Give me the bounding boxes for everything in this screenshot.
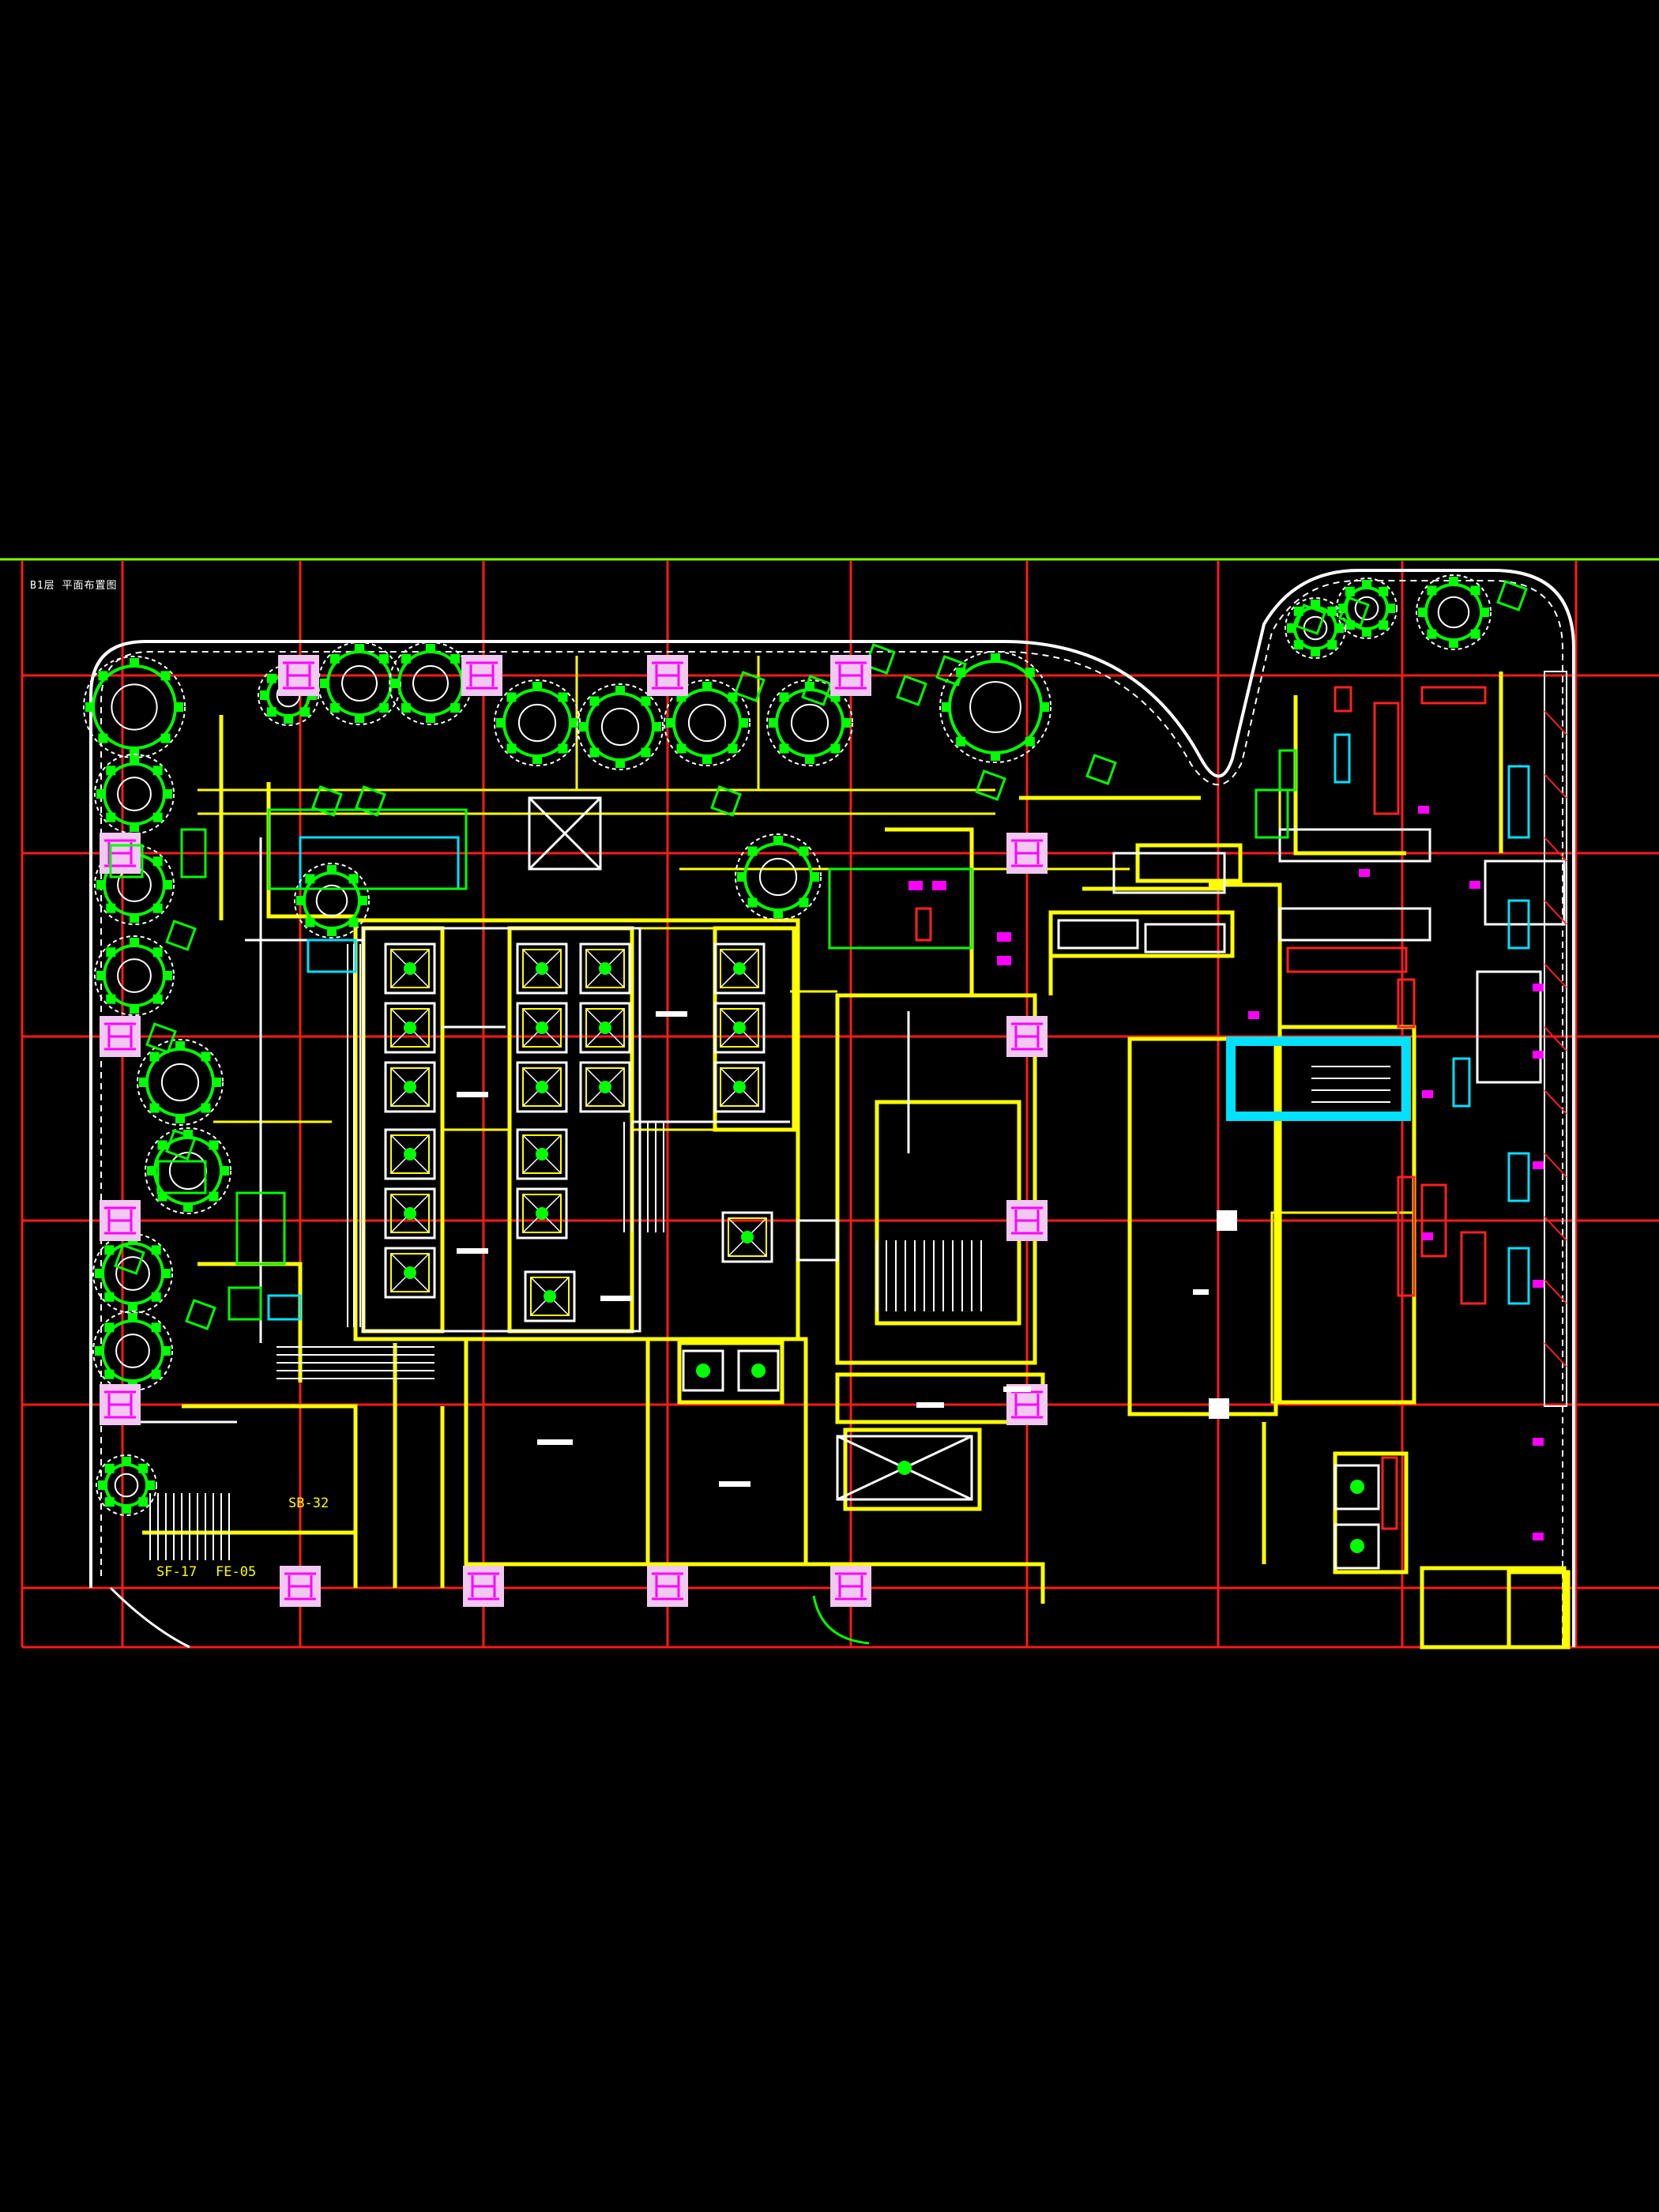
square-table-icon xyxy=(1496,580,1528,611)
column-h-icon xyxy=(100,833,141,874)
round-table-icon xyxy=(1285,597,1346,659)
booth-icon xyxy=(579,942,631,995)
room-labels xyxy=(457,1011,1237,1487)
column-h-icon xyxy=(100,1200,141,1241)
tag-sf: SF-17 xyxy=(156,1564,197,1580)
column-h-icon xyxy=(1006,1016,1048,1057)
round-table-icon xyxy=(294,863,370,939)
booth-icon xyxy=(721,1211,773,1263)
square-tables xyxy=(114,580,1528,1330)
booth-icon xyxy=(713,942,766,995)
column-h-icon xyxy=(1006,833,1048,874)
square-table-icon xyxy=(710,785,742,817)
booth-icon xyxy=(516,942,568,995)
column-h-icon xyxy=(100,1016,141,1057)
square-table-icon xyxy=(1295,604,1326,635)
fixture-markers xyxy=(908,806,1544,1540)
column-h-icon xyxy=(280,1566,321,1607)
square-table-icon xyxy=(1085,754,1117,785)
tag-fe: FE-05 xyxy=(216,1564,256,1580)
round-table-icon xyxy=(96,1454,157,1516)
entry-curve xyxy=(109,1586,190,1649)
booth-icon xyxy=(384,1002,436,1054)
highlight-room xyxy=(1226,1036,1411,1121)
square-table-icon xyxy=(311,785,343,817)
booth-icon xyxy=(384,1247,436,1299)
partitions xyxy=(118,828,1566,1424)
booth-icon xyxy=(579,1002,631,1054)
booth-icon xyxy=(524,1270,576,1322)
round-table-icon xyxy=(145,1127,231,1214)
square-table-icon xyxy=(896,675,927,706)
round-table-icon xyxy=(766,679,853,766)
booth-icon xyxy=(713,1002,766,1054)
round-table-icon xyxy=(92,1311,173,1391)
column-h-icon xyxy=(830,1566,871,1607)
round-table-icon xyxy=(494,679,581,766)
round-table-icon xyxy=(137,1039,224,1126)
square-table-icon xyxy=(114,1243,145,1275)
booth-icon xyxy=(713,1061,766,1113)
kitchen-counter-strip xyxy=(1544,671,1567,1407)
booth-icon xyxy=(384,1061,436,1113)
annotation-tags: SB-32 SF-17 FE-05 xyxy=(156,1495,329,1580)
booth-icon xyxy=(516,1187,568,1240)
column-h-icon xyxy=(100,1384,141,1425)
column-h-icon xyxy=(461,655,502,696)
column-h-icon xyxy=(463,1566,504,1607)
square-table-icon xyxy=(975,769,1006,801)
booth-icon xyxy=(516,1128,568,1180)
walls xyxy=(142,672,1571,1650)
column-h-icon xyxy=(647,1566,688,1607)
tag-sb: SB-32 xyxy=(288,1495,329,1511)
drawing-title: B1层 平面布置图 xyxy=(30,580,118,592)
square-table-icon xyxy=(145,1022,177,1054)
booth-icon xyxy=(579,1061,631,1113)
booth-icon xyxy=(384,1128,436,1180)
round-table-icon xyxy=(94,754,175,834)
building-outline xyxy=(89,569,1575,1647)
column-h-icon xyxy=(647,655,688,696)
square-table-icon xyxy=(185,1299,216,1330)
kitchen-equipment xyxy=(915,686,1487,1530)
column-h-icon xyxy=(1006,1200,1048,1241)
square-table-icon xyxy=(935,655,967,687)
square-table-icon xyxy=(165,920,197,951)
round-table-icon xyxy=(94,935,175,1016)
building-outline-inner xyxy=(100,580,1563,1647)
structural-columns xyxy=(100,655,1048,1607)
round-table-icon xyxy=(1416,574,1492,650)
booth-icon xyxy=(516,1002,568,1054)
booth-icon xyxy=(384,1187,436,1240)
column-h-icon xyxy=(278,655,319,696)
stair-stripes xyxy=(149,944,1390,1560)
round-table-icon xyxy=(735,833,822,920)
booth-icon xyxy=(516,1061,568,1113)
square-table-icon xyxy=(1338,596,1370,627)
square-table-icon xyxy=(801,675,833,706)
column-h-icon xyxy=(830,655,871,696)
elevator-markers xyxy=(696,1364,1364,1553)
round-table-icon xyxy=(939,651,1051,763)
round-tables xyxy=(83,574,1492,1516)
round-table-icon xyxy=(577,683,664,770)
private-booths xyxy=(384,942,773,1322)
lounge-furniture xyxy=(109,749,1297,1645)
square-table-icon xyxy=(734,671,766,702)
round-table-icon xyxy=(92,1233,173,1314)
square-table-icon xyxy=(355,785,386,817)
booth-icon xyxy=(384,942,436,995)
square-table-icon xyxy=(165,1129,197,1161)
